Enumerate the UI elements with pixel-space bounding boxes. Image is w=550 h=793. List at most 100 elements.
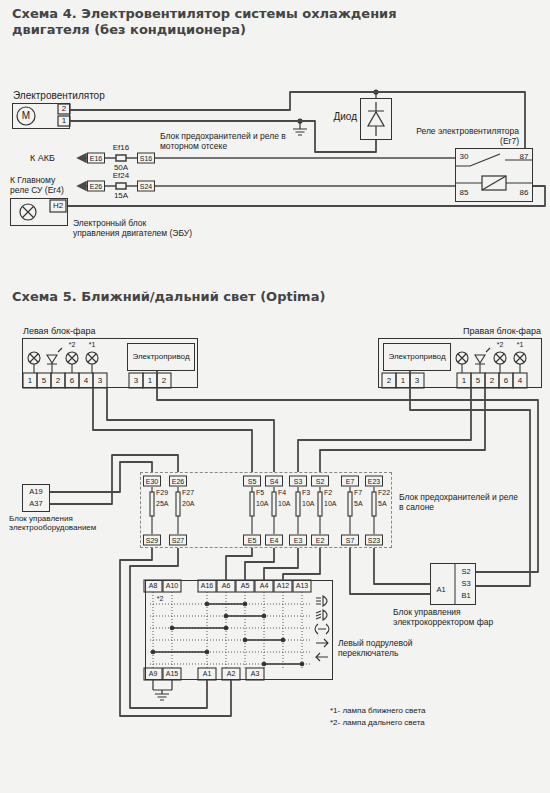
fuse-lead xyxy=(273,487,274,534)
note-label: F29 xyxy=(156,489,168,497)
pin-label: A5 xyxy=(241,582,250,590)
wire-connector xyxy=(50,455,178,504)
pin-cell xyxy=(37,373,51,388)
fuse-lead xyxy=(297,487,298,534)
node-label: Электронный блок управления двигателем (… xyxy=(73,219,193,239)
node-label: Реле электровентилятора (Er7) xyxy=(399,127,519,147)
pin-cell xyxy=(485,373,499,388)
switch-contact xyxy=(264,663,302,665)
wire-connector xyxy=(120,548,231,716)
pin-label: A10 xyxy=(166,582,178,590)
switch-icons xyxy=(316,653,328,661)
note-label: 10A xyxy=(324,500,336,508)
diagram-title: Схема 4. Электровентилятор системы охлаж… xyxy=(12,6,452,37)
note-label: К АКБ xyxy=(30,153,55,163)
pin-label: 1 xyxy=(462,376,466,385)
wire-connector xyxy=(70,92,525,148)
note-label: Блок предохранителей и реле в моторном о… xyxy=(160,132,288,152)
switch-icons xyxy=(316,639,328,647)
fuse-lead xyxy=(151,487,152,534)
fuse-symbol xyxy=(318,492,322,516)
connector-tag: S16 xyxy=(137,153,155,164)
wire-connector xyxy=(410,371,530,586)
lamp-symbols xyxy=(496,354,504,373)
switch-grid xyxy=(264,592,265,668)
pin-cell xyxy=(255,580,273,592)
switch-contact xyxy=(205,650,209,654)
ecu-symbol xyxy=(23,207,34,218)
note-label: 10A xyxy=(302,500,314,508)
switch-icons xyxy=(316,596,327,606)
node-label: Левый подрулевой переключатель xyxy=(338,639,426,659)
fuse-symbol xyxy=(372,492,376,516)
connector-tag: S27 xyxy=(169,535,187,546)
section-heading: Схема 5. Ближний/дальний свет (Optima) xyxy=(12,290,325,305)
wire-connector xyxy=(283,548,320,580)
note-label: 25A xyxy=(156,500,168,508)
switch-ground xyxy=(153,680,172,700)
node-label: Электропривод xyxy=(132,352,189,361)
pin-label: 2 xyxy=(387,376,391,385)
pin-label: 5 xyxy=(476,376,480,385)
fuse-wiring xyxy=(78,154,86,190)
switch-grid xyxy=(153,592,154,668)
switch-contact xyxy=(205,602,209,606)
connector-tag: S29 xyxy=(143,535,161,546)
fuse-symbol xyxy=(176,492,180,516)
wire-connector xyxy=(50,462,152,492)
switch-contact xyxy=(172,627,226,629)
connector-tag: E23 xyxy=(365,476,383,487)
corrector-divider xyxy=(455,563,456,605)
pin-label: A9 xyxy=(149,670,158,678)
note-label: F27 xyxy=(182,489,194,497)
switch-contact xyxy=(151,650,155,654)
connector-tag: E16 xyxy=(87,153,105,164)
node-label: Левая блок-фара xyxy=(23,326,95,336)
pin-label: H2 xyxy=(53,201,63,210)
repeated-art xyxy=(23,373,527,680)
connector-tag: E3 xyxy=(289,535,307,546)
pin-label: 1 xyxy=(28,376,32,385)
pin-label: 2 xyxy=(162,376,166,385)
pin-cell xyxy=(163,668,181,680)
note-label: F3 xyxy=(302,489,310,497)
pin-cell xyxy=(471,373,485,388)
pin-label: A6 xyxy=(222,582,231,590)
wire-connector xyxy=(70,121,376,152)
note-label: 5A xyxy=(378,500,387,508)
switch-contact xyxy=(262,662,266,666)
pin-cell xyxy=(144,668,162,680)
fuse-symbol xyxy=(296,492,300,516)
pin-label: 3 xyxy=(415,376,419,385)
switch-contact xyxy=(243,602,247,606)
pin-cell xyxy=(236,580,254,592)
pin-cell xyxy=(144,580,162,592)
pin-cell xyxy=(222,668,240,680)
ecu-symbol xyxy=(50,200,66,212)
connector-tag: E2 xyxy=(311,535,329,546)
ecu-symbol xyxy=(20,200,66,220)
switch-grid xyxy=(283,592,284,668)
fan-motor-symbol xyxy=(17,104,70,126)
note-label: F22 xyxy=(378,489,390,497)
pin-label: Ef24 xyxy=(113,171,129,180)
pin-cell xyxy=(65,373,79,388)
corrector-divider xyxy=(455,563,456,605)
switch-grid xyxy=(150,640,312,641)
pin-label: 86 xyxy=(520,188,529,197)
switch-grid xyxy=(302,592,303,668)
pin-label: B1 xyxy=(461,592,470,601)
pin-cell xyxy=(163,580,181,592)
pin-label: S3 xyxy=(461,580,470,589)
pin-cell xyxy=(457,373,471,388)
pin-cell xyxy=(129,373,143,388)
switch-grid xyxy=(150,604,312,605)
pin-label: 6 xyxy=(70,376,74,385)
switch-contact xyxy=(224,626,228,630)
pin-label: A19 xyxy=(29,488,42,497)
pin-cell xyxy=(198,668,216,680)
switch-contact xyxy=(224,614,228,618)
diode-symbol xyxy=(368,90,384,136)
